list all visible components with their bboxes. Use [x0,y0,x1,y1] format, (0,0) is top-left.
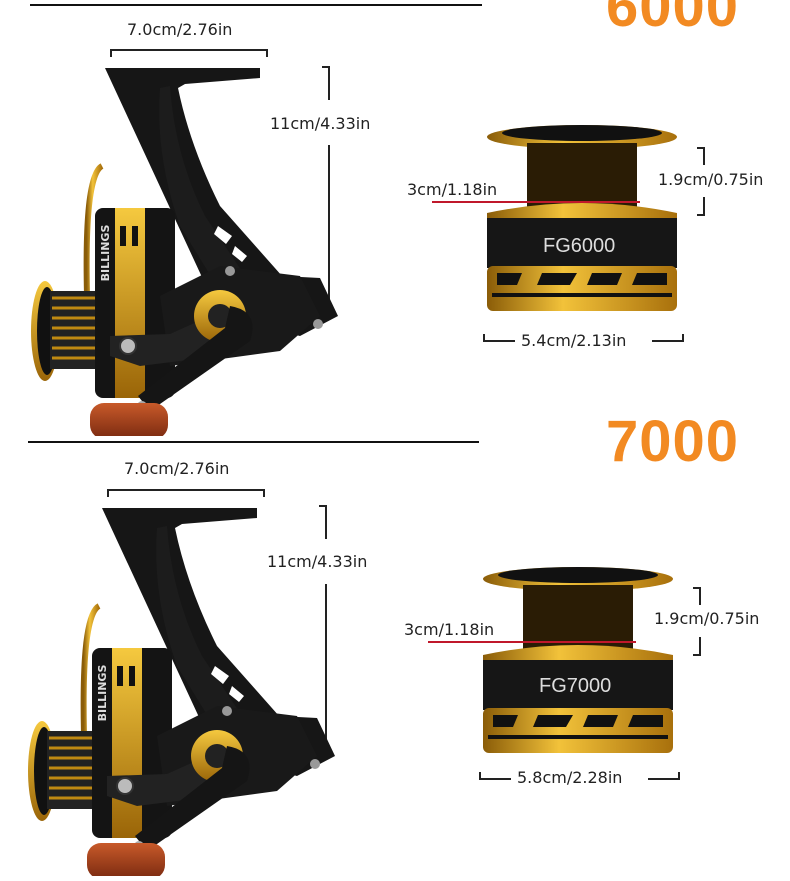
reel-height-label: 11cm/4.33in [267,552,368,571]
reel-width-bracket [107,489,265,497]
spool-diameter-bracket-right [652,334,684,342]
spool-height-label: 1.9cm/0.75in [654,609,760,628]
divider [28,441,479,443]
spool-height-bracket-bottom [697,197,705,216]
fishing-reel-image [20,66,340,436]
spool-depth-marker [428,641,636,643]
divider [30,4,482,6]
fishing-reel-image [17,506,337,876]
reel-brand-label: BILLINGS [99,224,112,282]
reel-height-bracket-top [322,66,330,100]
spool-label: FG7000 [539,675,612,697]
spool-label: FG6000 [543,235,616,257]
reel-width-label: 7.0cm/2.76in [124,459,230,478]
spool-diameter-label: 5.8cm/2.28in [517,768,623,787]
reel-width-bracket [110,49,268,57]
spool-depth-label: 3cm/1.18in [407,180,498,199]
spool-height-label: 1.9cm/0.75in [658,170,764,189]
spool-height-bracket-top [697,147,705,165]
reel-height-bracket-top [319,505,327,539]
spool-diameter-bracket-left [483,334,515,342]
spool-diameter-bracket-right [648,772,680,780]
spool-image [482,123,682,313]
reel-height-label: 11cm/4.33in [270,114,371,133]
spool-height-bracket-bottom [693,637,701,656]
model-title: 6000 [606,0,740,39]
spool-depth-label: 3cm/1.18in [404,620,495,639]
spool-diameter-bracket-left [479,772,511,780]
reel-brand-label: BILLINGS [96,664,109,722]
model-title: 7000 [606,409,740,474]
reel-width-label: 7.0cm/2.76in [127,20,233,39]
spool-depth-marker [432,201,640,203]
spool-image [478,565,678,755]
spool-diameter-label: 5.4cm/2.13in [521,331,627,350]
spool-height-bracket-top [693,587,701,605]
